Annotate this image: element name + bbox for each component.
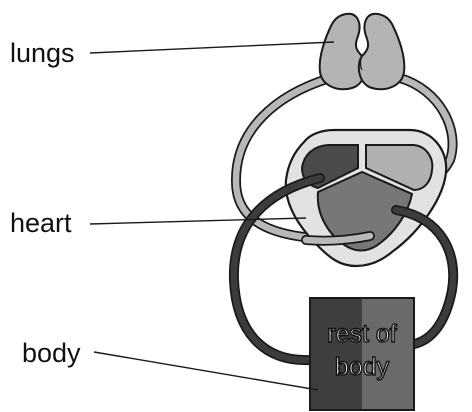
labels: lungs heart body — [10, 38, 334, 390]
body-box-line2: body — [335, 353, 390, 381]
leader-heart — [90, 218, 306, 224]
label-body: body — [22, 338, 81, 368]
lungs-organ — [320, 14, 405, 89]
leader-lungs — [90, 42, 334, 53]
label-lungs: lungs — [10, 38, 75, 68]
label-heart: heart — [10, 208, 72, 238]
pulmonary-inner — [306, 236, 370, 241]
rest-of-body-box: rest of body — [310, 298, 414, 410]
lung-right — [359, 14, 405, 89]
body-box-line1: rest of — [327, 320, 397, 348]
heart-organ — [286, 130, 446, 266]
lung-left — [320, 14, 366, 89]
